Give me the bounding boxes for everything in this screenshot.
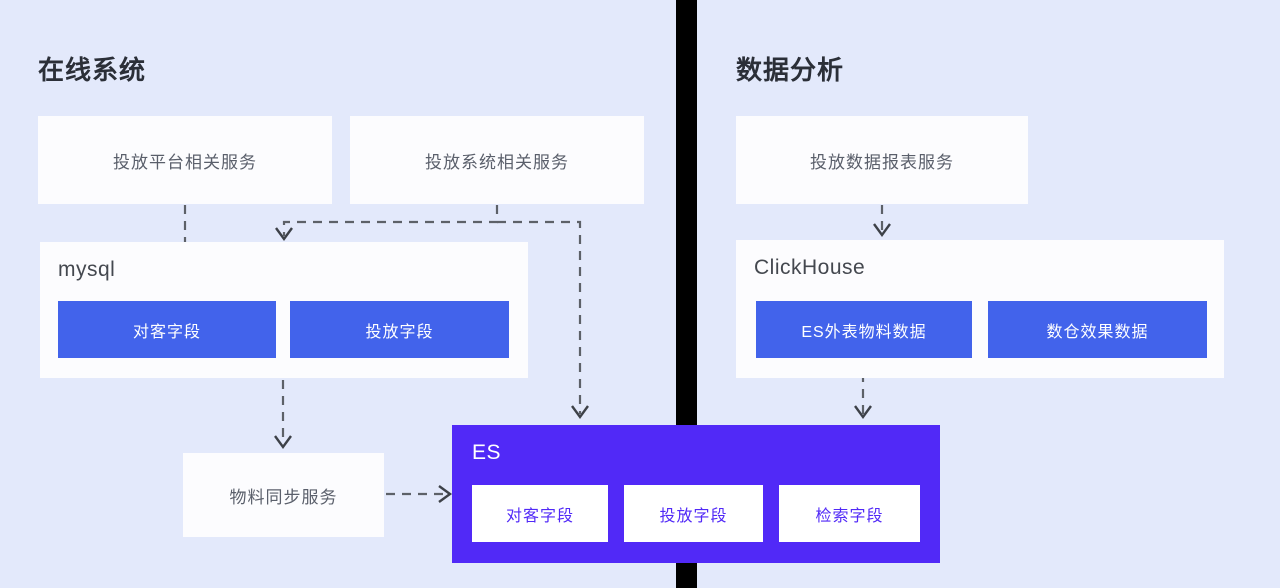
service-box-material-sync[interactable]: 物料同步服务 [183,453,384,537]
arrowhead-report-to-clickhouse [873,223,891,238]
right-panel-heading: 数据分析 [736,55,845,85]
es-chip-delivery-fields[interactable]: 投放字段 [624,485,763,542]
arrowhead-sync-to-es [438,485,453,503]
datastore-mysql-label: mysql [58,258,116,281]
datastore-es-label: ES [472,441,502,464]
datastore-es: ES 对客字段 投放字段 检索字段 [452,425,940,563]
mysql-chip-customer-fields[interactable]: 对客字段 [58,301,276,358]
wire-system-to-mysql [282,205,499,236]
left-panel-heading: 在线系统 [38,55,147,85]
arrowhead-system-to-mysql [275,227,293,242]
clickhouse-chip-es-external-material-data[interactable]: ES外表物料数据 [756,301,972,358]
es-chip-search-fields[interactable]: 检索字段 [779,485,920,542]
arrowhead-mysql-to-sync [274,435,292,450]
datastore-clickhouse-label: ClickHouse [754,256,866,279]
arrowhead-clickhouse-to-es [854,405,872,420]
es-chip-customer-fields[interactable]: 对客字段 [472,485,608,542]
mysql-chip-delivery-fields[interactable]: 投放字段 [290,301,509,358]
datastore-mysql: mysql 对客字段 投放字段 [40,242,528,378]
arrowhead-system-to-es [571,405,589,420]
service-box-delivery-system[interactable]: 投放系统相关服务 [350,116,644,204]
service-box-delivery-platform[interactable]: 投放平台相关服务 [38,116,332,204]
datastore-clickhouse: ClickHouse ES外表物料数据 数仓效果数据 [736,240,1224,378]
service-box-delivery-report[interactable]: 投放数据报表服务 [736,116,1028,204]
clickhouse-chip-warehouse-effect-data[interactable]: 数仓效果数据 [988,301,1207,358]
